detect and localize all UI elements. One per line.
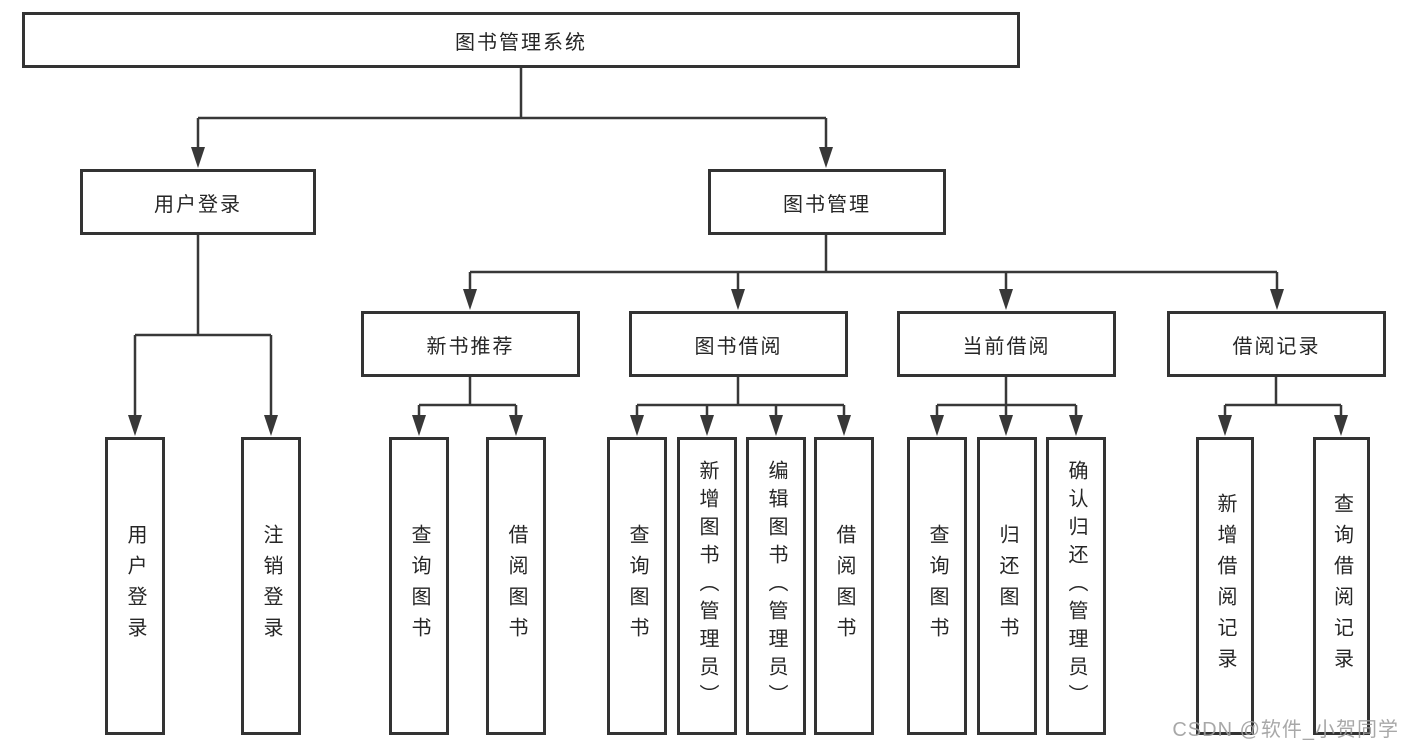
leaf-query-borrow-record-label: 查询借阅记录 xyxy=(1330,493,1353,679)
node-user-login: 用户登录 xyxy=(80,169,316,235)
node-leaf-borrow-books-borrowing: 借阅图书 xyxy=(814,437,874,735)
leaf-add-borrow-record-label: 新增借阅记录 xyxy=(1214,493,1236,679)
node-new-book-recommend: 新书推荐 xyxy=(361,311,580,377)
node-book-management-label: 图书管理 xyxy=(783,193,871,216)
node-leaf-query-books-borrowing: 查询图书 xyxy=(607,437,667,735)
leaf-return-books-label: 归还图书 xyxy=(996,524,1018,648)
leaf-logout-label: 注销登录 xyxy=(260,524,282,648)
leaf-query-books-recommend-label: 查询图书 xyxy=(408,524,430,648)
watermark: CSDN @软件_小贺同学 xyxy=(1172,719,1399,741)
node-borrowing-records: 借阅记录 xyxy=(1167,311,1386,377)
node-leaf-query-borrow-record: 查询借阅记录 xyxy=(1313,437,1370,735)
node-book-borrowing-label: 图书借阅 xyxy=(694,335,783,358)
leaf-borrow-books-recommend-label: 借阅图书 xyxy=(505,524,527,648)
node-book-borrowing: 图书借阅 xyxy=(629,311,848,377)
node-borrowing-records-label: 借阅记录 xyxy=(1232,335,1321,358)
leaf-borrow-books-borrowing-label: 借阅图书 xyxy=(833,524,855,648)
leaf-query-books-borrowing-label: 查询图书 xyxy=(626,524,648,648)
node-current-borrowing: 当前借阅 xyxy=(897,311,1116,377)
leaf-edit-books-admin-label: 编辑图书（管理员） xyxy=(765,460,787,712)
node-leaf-edit-books-admin: 编辑图书（管理员） xyxy=(746,437,806,735)
node-root-system: 图书管理系统 xyxy=(22,12,1020,68)
node-leaf-confirm-return-admin: 确认归还（管理员） xyxy=(1046,437,1106,735)
node-current-borrowing-label: 当前借阅 xyxy=(962,335,1051,358)
leaf-add-books-admin-label: 新增图书（管理员） xyxy=(696,460,718,712)
node-leaf-logout: 注销登录 xyxy=(241,437,301,735)
leaf-confirm-return-admin-label: 确认归还（管理员） xyxy=(1065,460,1087,712)
node-root-label: 图书管理系统 xyxy=(455,31,587,54)
node-new-book-recommend-label: 新书推荐 xyxy=(426,335,515,358)
node-leaf-return-books: 归还图书 xyxy=(977,437,1037,735)
node-leaf-add-books-admin: 新增图书（管理员） xyxy=(677,437,737,735)
node-user-login-label: 用户登录 xyxy=(154,193,242,216)
node-book-management: 图书管理 xyxy=(708,169,946,235)
leaf-query-books-current-label: 查询图书 xyxy=(926,524,948,648)
node-leaf-query-books-current: 查询图书 xyxy=(907,437,967,735)
node-leaf-user-login: 用户登录 xyxy=(105,437,165,735)
node-leaf-add-borrow-record: 新增借阅记录 xyxy=(1196,437,1254,735)
leaf-user-login-label: 用户登录 xyxy=(124,524,146,648)
node-leaf-borrow-books-recommend: 借阅图书 xyxy=(486,437,546,735)
node-leaf-query-books-recommend: 查询图书 xyxy=(389,437,449,735)
